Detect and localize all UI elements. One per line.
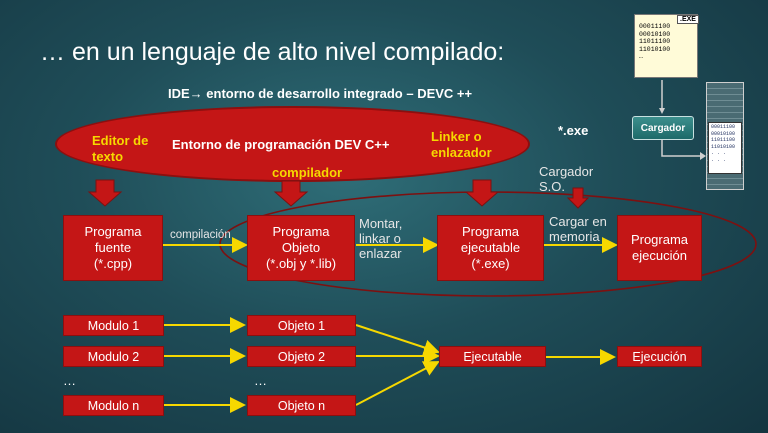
- file-bit-row: 00010100: [639, 30, 671, 38]
- ide-subtitle: IDE→ entorno de desarrollo integrado – D…: [168, 86, 473, 101]
- down-arrow-editor: [87, 179, 123, 207]
- loader-os-label-line1: Cargador: [539, 164, 594, 179]
- source-program-box: Programa fuente (*.cpp): [63, 215, 163, 281]
- compiler-label: compilador: [272, 165, 343, 180]
- module-1-box: Modulo 1: [63, 315, 164, 336]
- link-edge-label: Montar, linkar o enlazar: [359, 216, 402, 261]
- executable-program-line3: (*.exe): [471, 256, 510, 271]
- module-2-box: Modulo 2: [63, 346, 164, 367]
- exe-file-illustration: 00011100 00010100 11011100 11010100 …: [634, 14, 698, 78]
- executable-program-line2: ejecutable: [460, 240, 521, 255]
- file-bit-row: 11010100: [639, 45, 671, 53]
- object-program-box: Programa Objeto (*.obj y *.lib): [247, 215, 355, 281]
- object-program-line2: Objeto: [281, 240, 321, 255]
- down-arrow-linker: [464, 179, 500, 207]
- file-bit-row: …: [639, 53, 643, 60]
- linker-label: Linker o enlazador: [431, 129, 492, 161]
- object-1-box: Objeto 1: [247, 315, 356, 336]
- link-edge-line3: enlazar: [359, 246, 402, 261]
- module-n-box: Modulo n: [63, 395, 164, 416]
- mem-bit-row: . . .: [711, 150, 727, 156]
- mem-bit-row: 11010100: [711, 143, 736, 150]
- modules-ellipsis: …: [63, 373, 76, 388]
- executable-program-box: Programa ejecutable (*.exe): [437, 215, 544, 281]
- file-bit-row: 00011100: [639, 23, 671, 30]
- file-bit-row: 11011100: [639, 38, 671, 45]
- load-edge-label: Cargar en memoria: [549, 214, 607, 244]
- ejecutable-box: Ejecutable: [439, 346, 546, 367]
- page-title: … en un lenguaje de alto nivel compilado…: [40, 38, 505, 66]
- objects-ellipsis: …: [254, 373, 267, 388]
- load-edge-line1: Cargar en: [549, 214, 607, 229]
- linker-label-line2: enlazador: [431, 145, 492, 160]
- mem-bit-row: 00011100: [711, 124, 736, 130]
- ejecucion-box: Ejecución: [617, 346, 702, 367]
- object-program-line1: Programa: [272, 224, 330, 239]
- object-2-box: Objeto 2: [247, 346, 356, 367]
- loader-os-label: Cargador S.O.: [539, 164, 593, 194]
- mem-bit-row: . . .: [711, 156, 727, 163]
- link-edge-line2: linkar o: [359, 231, 401, 246]
- editor-label-line2: texto: [92, 149, 124, 164]
- exe-tag: *.exe: [558, 123, 589, 138]
- memory-contents: 00011100 00010100 11011100 11010100 . . …: [708, 122, 742, 174]
- executable-program-line1: Programa: [461, 224, 520, 239]
- source-program-line3: (*.cpp): [93, 256, 133, 271]
- editor-label-line1: Editor de: [92, 133, 149, 148]
- execution-program-line1: Programa: [630, 232, 689, 247]
- source-program-line2: fuente: [94, 240, 132, 255]
- mem-bit-row: 11011100: [711, 137, 736, 143]
- environment-label: Entorno de programación DEV C++: [172, 137, 390, 152]
- mem-bit-row: 00010100: [711, 130, 736, 137]
- loader-os-label-line2: S.O.: [539, 179, 566, 194]
- editor-label: Editor de texto: [92, 133, 148, 165]
- down-arrow-loader: [566, 187, 590, 209]
- object-program-line3: (*.obj y *.lib): [265, 256, 337, 271]
- compile-edge-label: compilación: [170, 229, 231, 241]
- execution-program-line2: ejecución: [632, 248, 687, 263]
- link-edge-line1: Montar,: [359, 216, 403, 231]
- execution-program-box: Programa ejecución: [617, 215, 702, 281]
- loader-illustration: Cargador: [632, 116, 694, 140]
- linker-label-line1: Linker o: [431, 129, 482, 144]
- load-edge-line2: memoria: [549, 229, 600, 244]
- source-program-line1: Programa: [84, 224, 142, 239]
- object-n-box: Objeto n: [247, 395, 356, 416]
- exe-file-tag: .EXE: [677, 15, 699, 24]
- down-arrow-compiler: [273, 180, 309, 207]
